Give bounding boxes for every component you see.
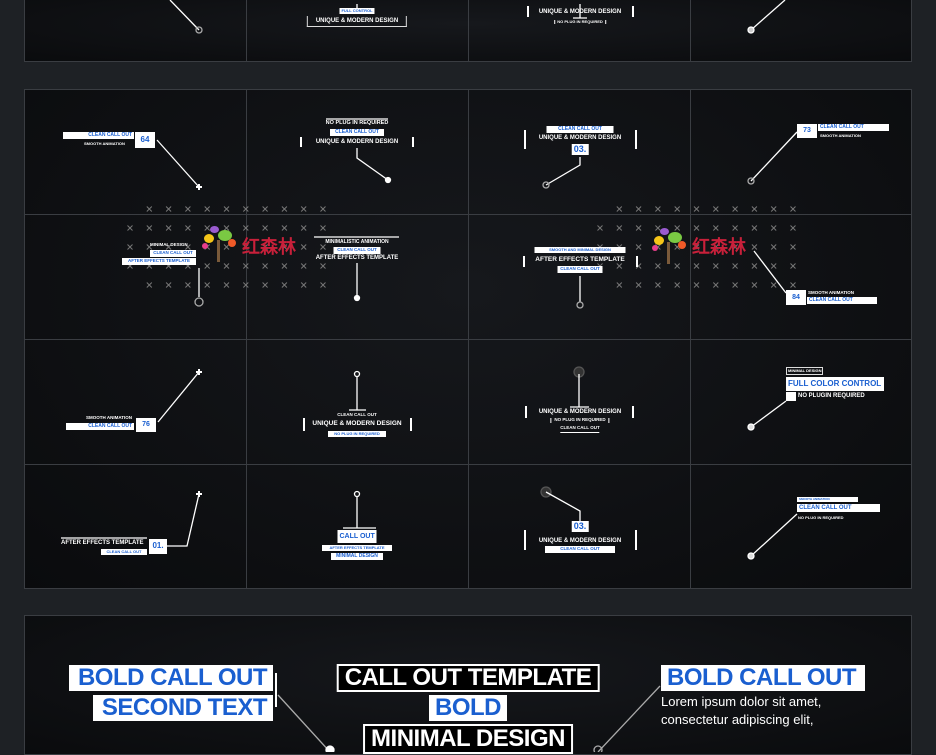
preview-strip-top — [24, 0, 912, 62]
callout-box: CALL OUT — [337, 530, 377, 543]
callout-number: 03. — [571, 521, 589, 532]
callout-sub: SMOOTH ANIMATION — [820, 133, 861, 138]
callout-number: 64 — [135, 132, 155, 148]
callout-box: CLEAN CALL OUT — [63, 132, 134, 139]
callout-box: CLEAN CALL OUT — [797, 504, 880, 512]
label-unique-design: UNIQUE & MODERN DESIGN — [306, 16, 408, 27]
callout-box: CLEAN CALL OUT — [150, 250, 196, 257]
label: MINIMALISTIC ANIMATION — [325, 239, 389, 245]
callout-box: CLEAN CALL OUT — [101, 549, 147, 555]
label: UNIQUE & MODERN DESIGN — [538, 409, 622, 415]
callout-box: CLEAN CALL OUT — [807, 297, 877, 304]
template-title: CALL OUT TEMPLATE — [336, 664, 600, 692]
bold-callout-second: SECOND TEXT — [93, 695, 273, 721]
callout-box: SMOOTH ANIMATION — [797, 497, 858, 502]
label: UNIQUE & MODERN DESIGN — [312, 420, 402, 427]
callout-number: 01. — [149, 539, 167, 554]
callout-box: FULL COLOR CONTROL — [786, 377, 884, 391]
callout-number: 84 — [786, 290, 806, 305]
label: CLEAN CALL OUT — [560, 425, 600, 433]
lorem-line-1: Lorem ipsum dolor sit amet, — [661, 694, 822, 709]
label: NO PLUG IN REQUIRED — [798, 515, 844, 520]
label: UNIQUE & MODERN DESIGN — [538, 538, 622, 544]
callout-box: CLEAN CALL OUT — [333, 247, 381, 254]
callout-box: AFTER EFFECTS TEMPLATE — [122, 258, 196, 265]
label: AFTER EFFECTS TEMPLATE — [315, 255, 399, 261]
watermark-logo — [202, 226, 238, 264]
bold-callout-title: BOLD CALL OUT — [69, 665, 273, 691]
label: AFTER EFFECTS TEMPLATE — [535, 256, 625, 263]
template-minimal: MINIMAL DESIGN — [363, 724, 573, 754]
label: UNIQUE & MODERN DESIGN — [538, 135, 622, 141]
label: UNIQUE & MODERN DESIGN — [315, 139, 399, 145]
lorem-line-2: consectetur adipiscing elit, — [661, 712, 814, 727]
callout-box: CLEAN CALL OUT — [818, 124, 889, 131]
watermark-text: 红森林 — [242, 237, 296, 257]
label: NO PLUGIN REQUIRED — [798, 393, 865, 399]
callout-box: MINIMAL DESIGN — [331, 553, 383, 560]
label-unique-design: UNIQUE & MODERN DESIGN — [538, 9, 622, 15]
callout-number: 03. — [571, 144, 589, 155]
label: NO PLUG IN REQUIRED — [325, 120, 389, 126]
callout-box: CLEAN CALL OUT — [330, 129, 384, 136]
label-full-control: FULL CONTROL — [339, 8, 375, 14]
callout-sub: SMOOTH ANIMATION — [86, 415, 132, 420]
callout-sub: SMOOTH ANIMATION — [84, 141, 125, 146]
label: CLEAN CALL OUT — [337, 412, 377, 417]
callout-box: NO PLUG IN REQUIRED — [328, 431, 386, 437]
callout-box: AFTER EFFECTS TEMPLATE — [322, 545, 392, 551]
callout-box: CLEAN CALL OUT — [557, 266, 603, 273]
watermark-logo — [652, 228, 688, 266]
label: NO PLUG IN REQUIRED — [550, 417, 610, 423]
bold-callout-title-right: BOLD CALL OUT — [661, 665, 865, 691]
callout-box: CLEAN CALL OUT — [545, 546, 615, 553]
callout-number: 76 — [136, 418, 156, 432]
callout-box: CLEAN CALL OUT — [66, 423, 134, 430]
callout-outline-box: MINIMAL DESIGN — [786, 367, 824, 375]
label-no-plug: NO PLUG IN REQUIRED — [554, 20, 606, 24]
label: MINIMAL DESIGN — [150, 242, 188, 247]
callout-sub: SMOOTH ANIMATION — [808, 290, 854, 295]
label: AFTER EFFECTS TEMPLATE — [61, 540, 144, 546]
callout-box: CLEAN CALL OUT — [546, 126, 614, 133]
template-bold: BOLD — [429, 695, 507, 721]
callout-number: 73 — [797, 124, 817, 138]
watermark-text: 红森林 — [692, 237, 746, 257]
callout-box: SMOOTH AND MINIMAL DESIGN — [534, 247, 626, 253]
preview-grid — [24, 89, 912, 589]
